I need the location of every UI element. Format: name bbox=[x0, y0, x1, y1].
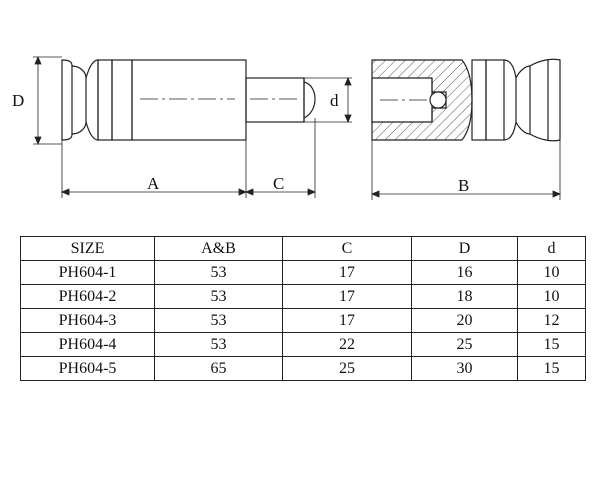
cell-d-upper: 30 bbox=[411, 356, 518, 381]
spec-table: SIZE A&B C D d PH604-1 53 17 16 10 PH604… bbox=[20, 236, 586, 381]
cell-d-upper: 20 bbox=[411, 308, 518, 333]
cell-a-b: 53 bbox=[154, 332, 283, 357]
cell-c: 17 bbox=[282, 284, 412, 309]
cell-d-upper: 18 bbox=[411, 284, 518, 309]
cell-c: 25 bbox=[282, 356, 412, 381]
label-C: C bbox=[273, 174, 284, 193]
cell-d-upper: 16 bbox=[411, 260, 518, 285]
cell-c: 17 bbox=[282, 308, 412, 333]
table-row: PH604-2 53 17 18 10 bbox=[20, 284, 586, 309]
header-a-b: A&B bbox=[154, 236, 283, 261]
label-A: A bbox=[147, 174, 160, 193]
header-d-upper: D bbox=[411, 236, 518, 261]
cell-a-b: 53 bbox=[154, 260, 283, 285]
header-c: C bbox=[282, 236, 412, 261]
dimension-d bbox=[304, 76, 352, 124]
dimension-D bbox=[34, 55, 42, 146]
cell-a-b: 53 bbox=[154, 284, 283, 309]
header-size: SIZE bbox=[20, 236, 155, 261]
cell-size: PH604-2 bbox=[20, 284, 155, 309]
cell-d-upper: 25 bbox=[411, 332, 518, 357]
cell-a-b: 65 bbox=[154, 356, 283, 381]
label-D: D bbox=[12, 91, 24, 110]
label-B: B bbox=[458, 176, 469, 195]
technical-drawing: D d A C bbox=[12, 55, 562, 200]
table-row: PH604-4 53 22 25 15 bbox=[20, 332, 586, 357]
cell-d-lower: 12 bbox=[517, 308, 586, 333]
header-d-lower: d bbox=[517, 236, 586, 261]
label-d: d bbox=[330, 91, 339, 110]
cell-size: PH604-4 bbox=[20, 332, 155, 357]
cell-size: PH604-5 bbox=[20, 356, 155, 381]
cell-size: PH604-3 bbox=[20, 308, 155, 333]
table-row: PH604-3 53 17 20 12 bbox=[20, 308, 586, 333]
table-row: PH604-5 65 25 30 15 bbox=[20, 356, 586, 381]
cell-d-lower: 15 bbox=[517, 332, 586, 357]
bushing-section-view bbox=[371, 58, 561, 142]
dimension-A-C bbox=[60, 118, 317, 198]
pin-side-view bbox=[33, 56, 316, 145]
table-row: PH604-1 53 17 16 10 bbox=[20, 260, 586, 285]
cell-a-b: 53 bbox=[154, 308, 283, 333]
cell-c: 22 bbox=[282, 332, 412, 357]
cell-d-lower: 10 bbox=[517, 260, 586, 285]
dimension-B bbox=[370, 140, 562, 200]
cell-d-lower: 15 bbox=[517, 356, 586, 381]
cell-size: PH604-1 bbox=[20, 260, 155, 285]
cell-d-lower: 10 bbox=[517, 284, 586, 309]
cell-c: 17 bbox=[282, 260, 412, 285]
table-header-row: SIZE A&B C D d bbox=[20, 236, 586, 261]
